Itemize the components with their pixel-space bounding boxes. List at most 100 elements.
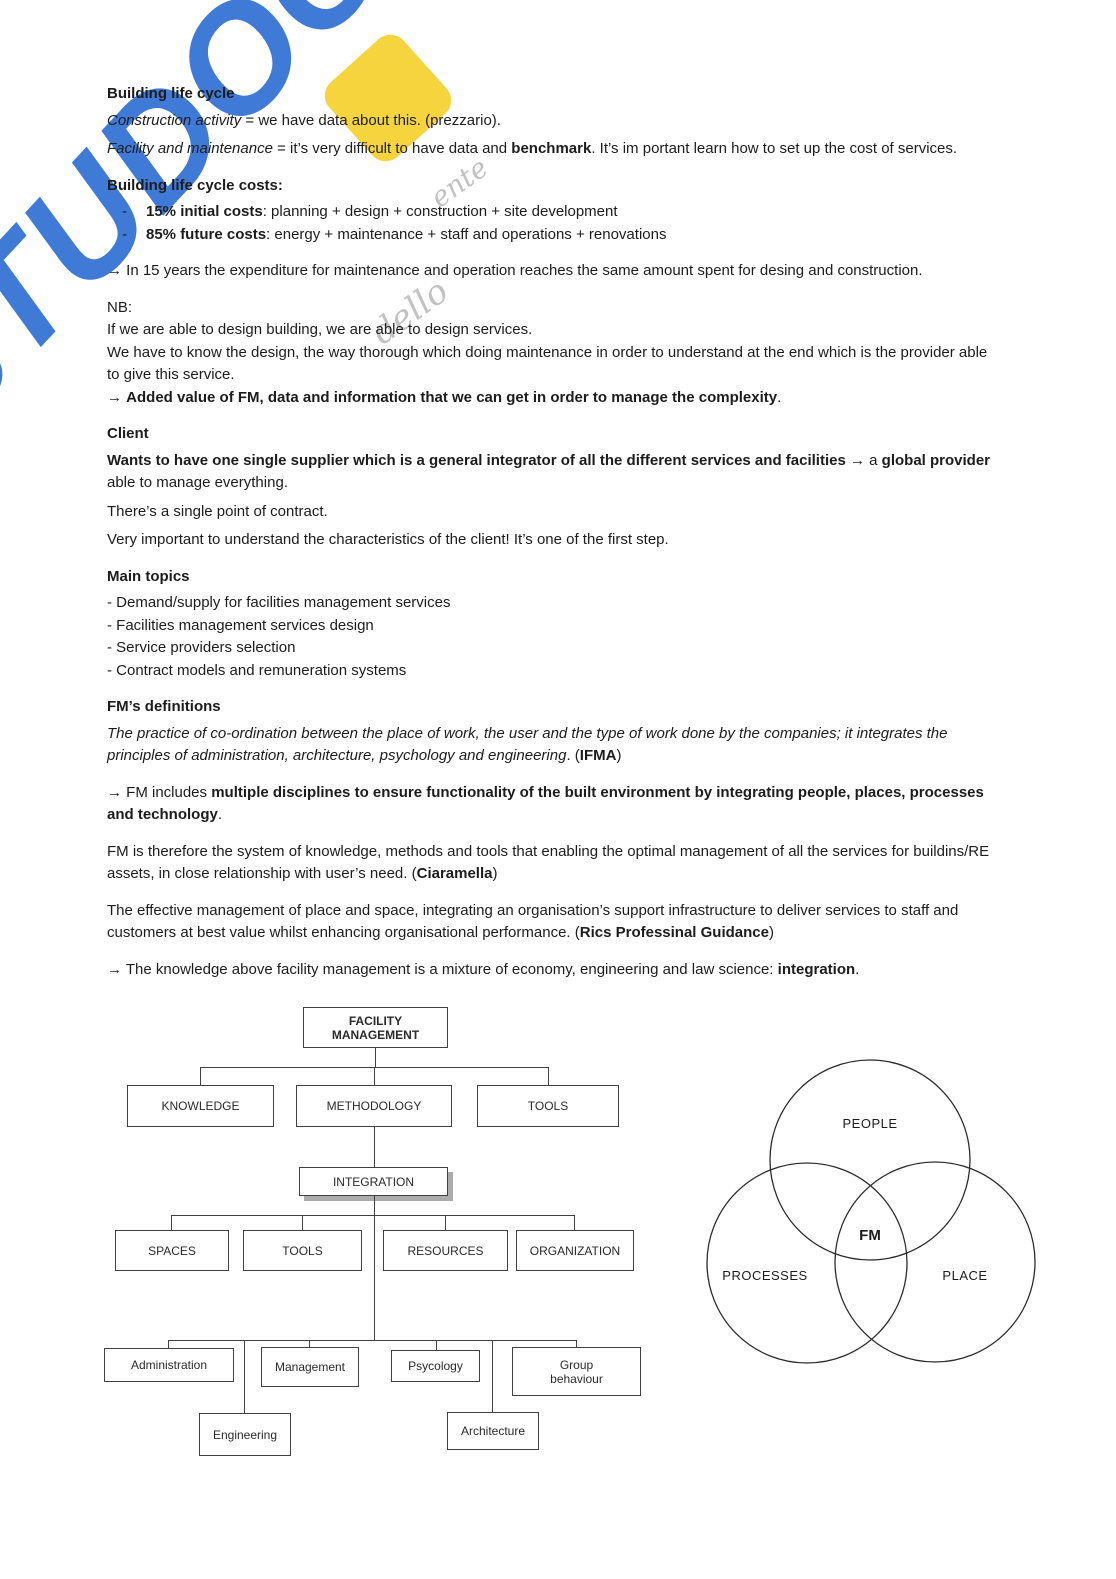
- text-run: FM is therefore the system of knowledge,…: [107, 842, 990, 883]
- text-run: → The knowledge above facility managemen…: [107, 960, 778, 978]
- text-run: .: [777, 388, 782, 406]
- text-run: able to manage everything.: [107, 474, 288, 491]
- fm-diagram: FACILITY MANAGEMENT KNOWLEDGE METHODOLOG…: [0, 1000, 1116, 1500]
- doc-block-20: FM’s definitions: [107, 696, 994, 719]
- doc-block-8: If we are able to design building, we ar…: [107, 319, 994, 342]
- connector-line: [244, 1340, 245, 1413]
- text-run: - Contract models and remuneration syste…: [107, 661, 407, 679]
- connector-line: [436, 1340, 437, 1350]
- text-run: NB:: [107, 298, 133, 316]
- org-box-architecture: Architecture: [447, 1412, 539, 1450]
- text-run: 85% future costs: [146, 225, 267, 243]
- text-run: → In 15 years the expenditure for mainte…: [107, 262, 923, 279]
- connector-line: [168, 1340, 577, 1341]
- doc-block-14: Very important to understand the charact…: [107, 529, 994, 552]
- venn-circle-processes: [706, 1162, 908, 1364]
- doc-block-13: There’s a single point of contract.: [107, 501, 994, 524]
- doc-block-17: - Facilities management services design: [107, 615, 994, 638]
- doc-block-3: Building life cycle costs:: [107, 175, 994, 198]
- org-box-resources: RESOURCES: [383, 1230, 508, 1271]
- doc-block-1: Construction activity = we have data abo…: [107, 110, 994, 133]
- text-run: If we are able to design building, we ar…: [107, 321, 533, 338]
- venn-label-processes: PROCESSES: [722, 1268, 807, 1283]
- text-run: Added value of FM, data and information …: [126, 388, 778, 406]
- org-box-management: Management: [261, 1347, 359, 1387]
- text-run: Building life cycle costs: [107, 176, 278, 194]
- venn-circle-place: [834, 1161, 1036, 1363]
- text-run: .: [855, 960, 860, 978]
- text-run: →: [107, 388, 127, 406]
- text-run: .: [217, 806, 223, 823]
- doc-block-10: → Added value of FM, data and informatio…: [107, 387, 994, 410]
- text-run: Ciaramella: [416, 865, 493, 882]
- text-run: . (: [566, 747, 580, 764]
- connector-line: [374, 1196, 375, 1340]
- text-run: - Service providers selection: [107, 639, 296, 656]
- org-box-methodology: METHODOLOGY: [296, 1085, 452, 1127]
- connector-line: [548, 1067, 549, 1085]
- bullet-text: 85% future costs: energy + maintenance +…: [146, 224, 666, 247]
- doc-block-11: Client: [107, 423, 994, 446]
- doc-block-19: - Contract models and remuneration syste…: [107, 660, 994, 683]
- doc-block-12: Wants to have one single supplier which …: [107, 450, 994, 495]
- venn-circle-people: [769, 1059, 971, 1261]
- doc-block-21: The practice of co-ordination between th…: [107, 723, 994, 768]
- doc-block-24: The effective management of place and sp…: [107, 900, 994, 945]
- venn-label-people: PEOPLE: [842, 1116, 897, 1131]
- text-run: Building life cycle: [107, 85, 235, 102]
- doc-block-5: - 85% future costs: energy + maintenance …: [107, 224, 994, 247]
- connector-line: [309, 1340, 310, 1347]
- connector-line: [374, 1127, 375, 1167]
- text-run: :: [277, 176, 283, 194]
- connector-line: [374, 1067, 375, 1085]
- doc-block-15: Main topics: [107, 566, 994, 589]
- text-run: = we have data about this. (prezzario).: [241, 111, 501, 129]
- text-run: : energy + maintenance + staff and opera…: [266, 225, 667, 243]
- text-run: Rics Professinal Guidance: [579, 924, 769, 941]
- connector-line: [171, 1215, 575, 1216]
- connector-line: [302, 1215, 303, 1230]
- doc-block-6: → In 15 years the expenditure for mainte…: [107, 260, 994, 283]
- connector-line: [171, 1215, 172, 1230]
- doc-block-22: → FM includes multiple disciplines to en…: [107, 782, 994, 827]
- org-box-integration: INTEGRATION: [299, 1167, 448, 1196]
- text-run: → a: [845, 451, 882, 469]
- bullet-dash: -: [122, 203, 127, 220]
- text-run: - Demand/supply for facilities managemen…: [107, 594, 451, 611]
- text-run: multiple disciplines to ensure functiona…: [107, 783, 984, 824]
- text-run: We have to know the design, the way thor…: [107, 343, 988, 384]
- org-box-spaces: SPACES: [115, 1230, 229, 1271]
- text-run: → FM includes: [107, 783, 212, 801]
- connector-line: [492, 1340, 493, 1412]
- text-run: Wants to have one single supplier which …: [107, 451, 846, 469]
- connector-line: [445, 1215, 446, 1230]
- org-box-facility-management: FACILITY MANAGEMENT: [303, 1007, 448, 1048]
- doc-block-25: → The knowledge above facility managemen…: [107, 959, 994, 982]
- text-run: IFMA: [579, 747, 617, 764]
- text-run: Main topics: [107, 567, 190, 585]
- venn-label-fm: FM: [859, 1227, 881, 1244]
- text-run: : planning + design + construction + sit…: [262, 203, 618, 220]
- text-run: ): [769, 924, 774, 941]
- bullet-dash: -: [122, 225, 127, 243]
- doc-block-2: Facility and maintenance = it’s very dif…: [107, 138, 994, 161]
- connector-line: [200, 1067, 201, 1085]
- fm-venn-diagram: PEOPLE PROCESSES PLACE FM: [706, 1059, 1036, 1364]
- org-box-psycology: Psycology: [391, 1350, 480, 1382]
- org-box-tools: TOOLS: [477, 1085, 619, 1127]
- doc-block-4: -15% initial costs: planning + design + …: [107, 201, 994, 224]
- text-run: global provider: [881, 451, 991, 469]
- text-run: - Facilities management services design: [107, 616, 374, 634]
- text-run: ): [492, 865, 498, 882]
- text-run: ): [616, 747, 622, 764]
- org-box-administration: Administration: [104, 1348, 234, 1382]
- text-run: Very important to understand the charact…: [107, 531, 669, 548]
- connector-line: [168, 1340, 169, 1348]
- text-run: . It’s im portant learn how to set up th…: [591, 140, 958, 157]
- venn-label-place: PLACE: [942, 1268, 987, 1283]
- connector-line: [375, 1048, 376, 1067]
- text-run: Facility and maintenance: [107, 140, 273, 157]
- text-run: benchmark: [511, 140, 592, 157]
